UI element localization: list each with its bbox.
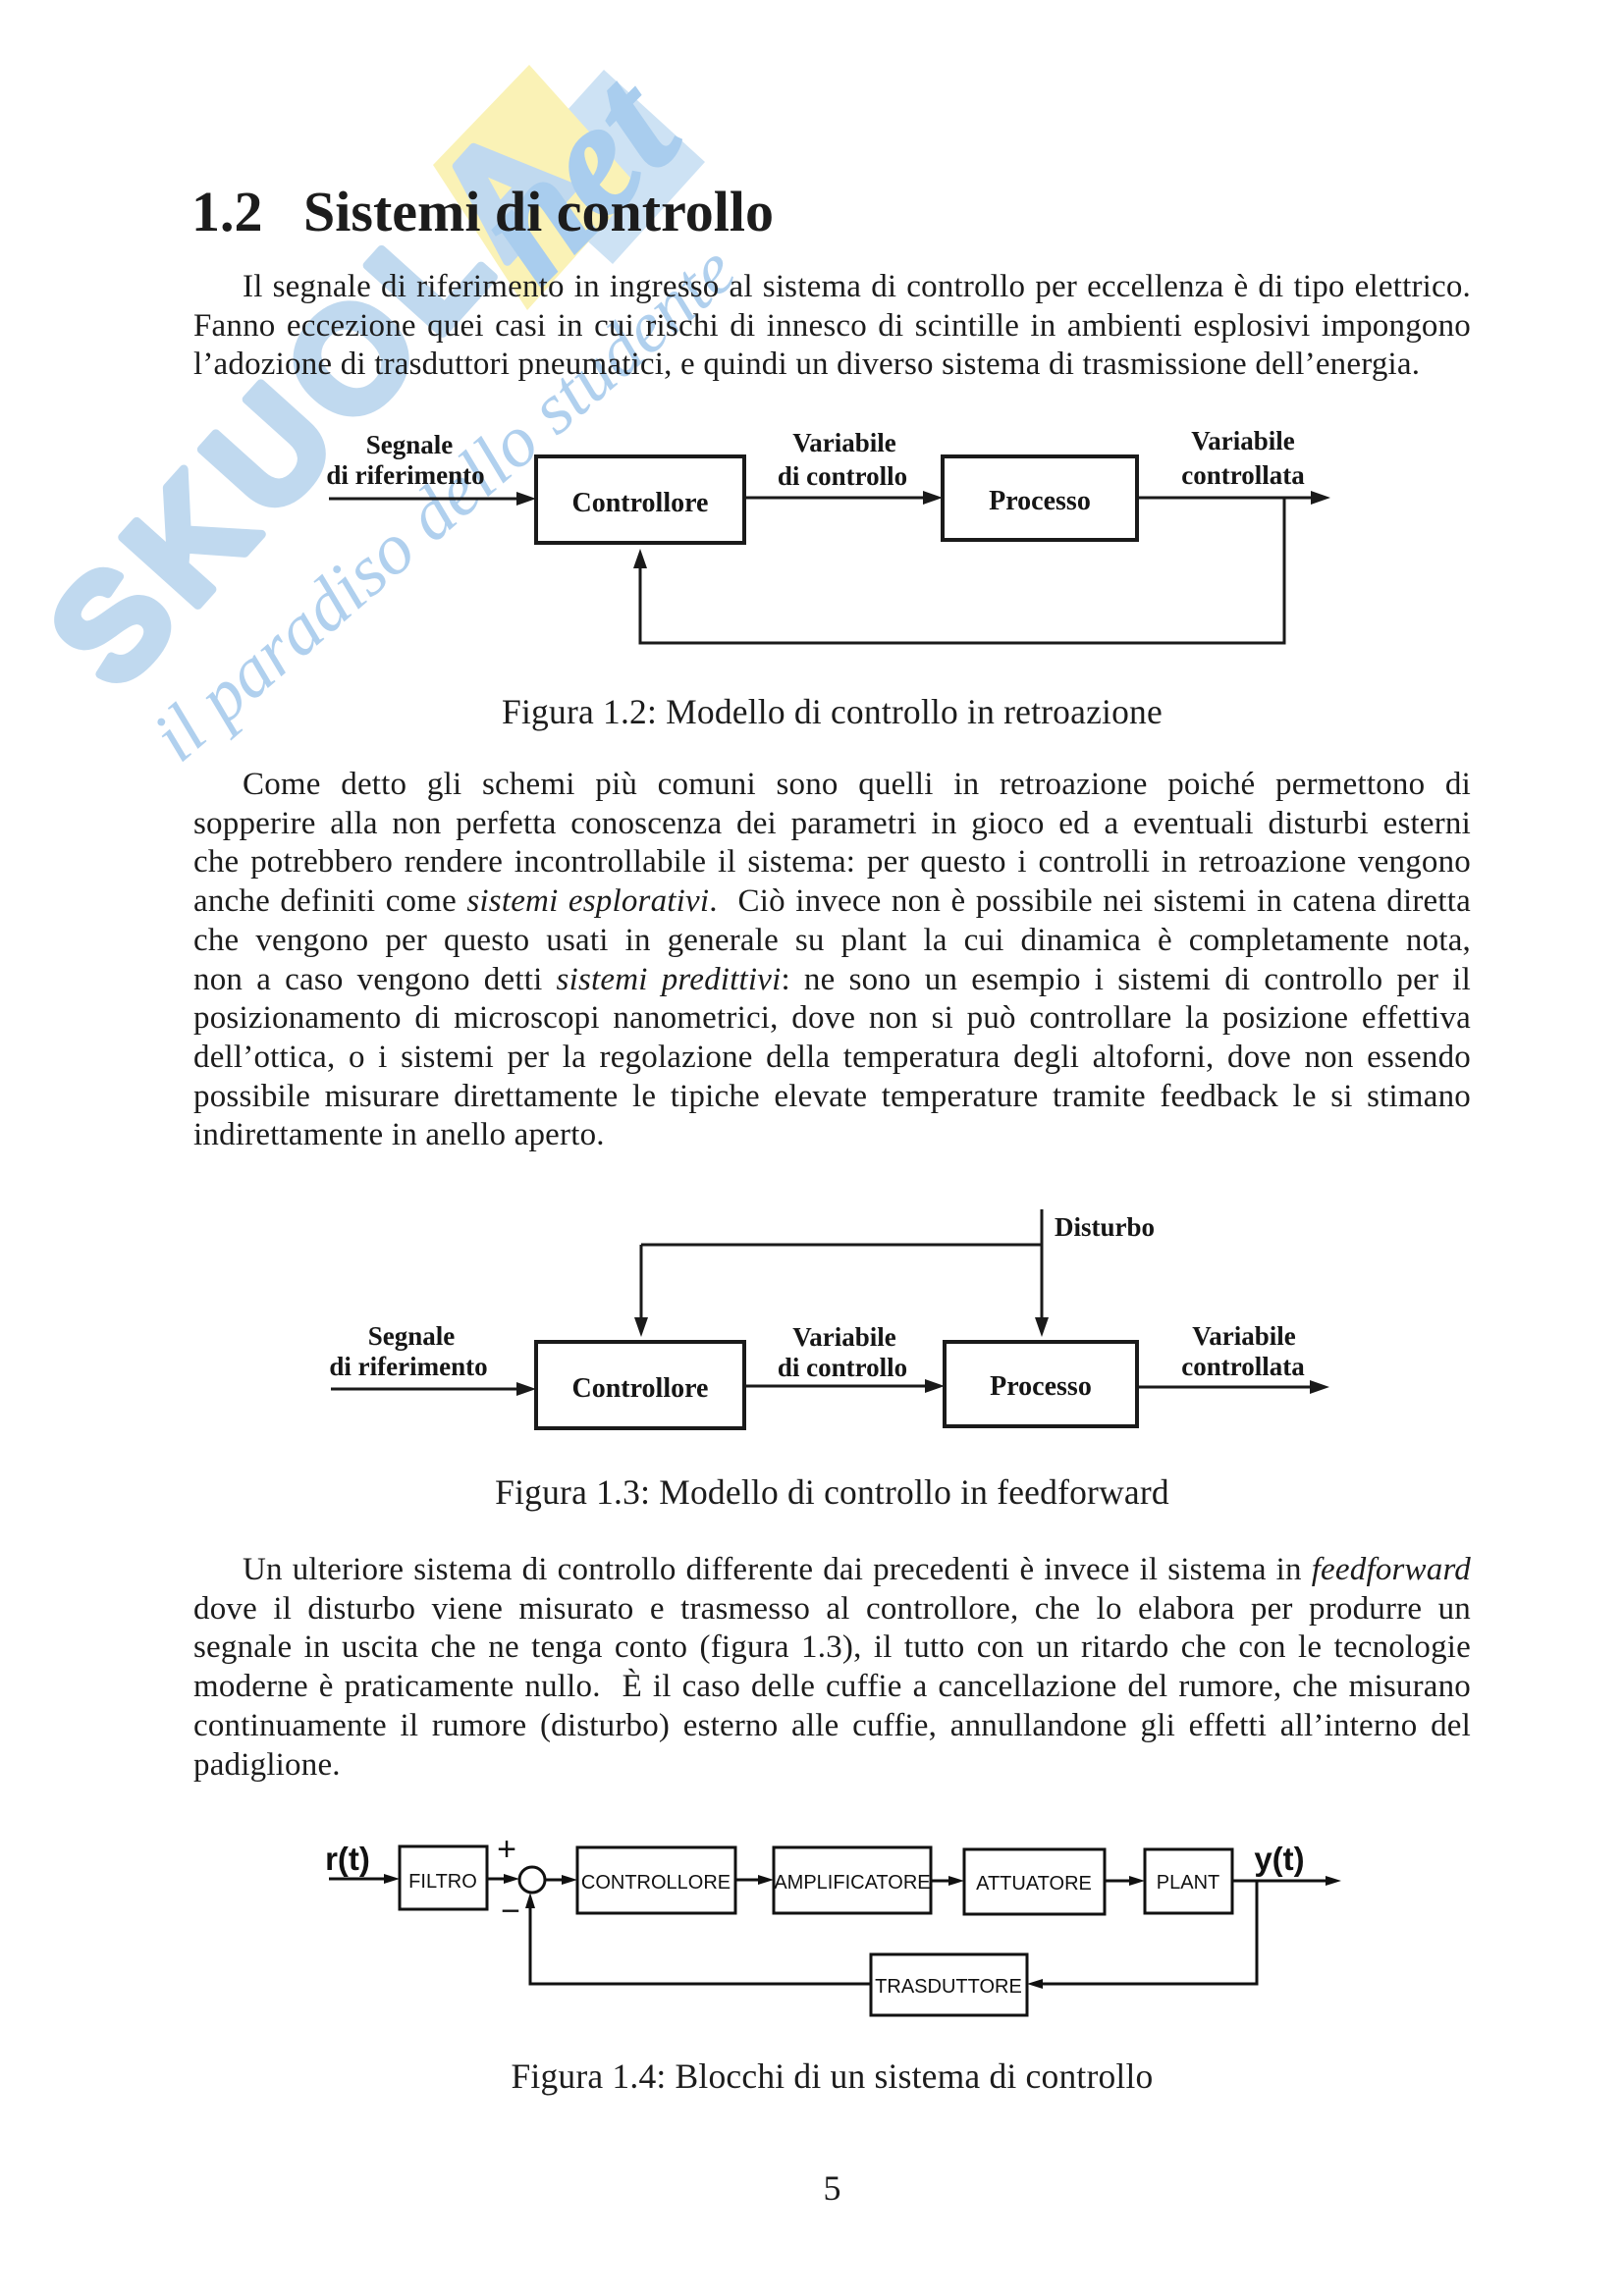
svg-text:Variabile: Variabile (792, 1322, 896, 1352)
svg-text:Controllore: Controllore (572, 488, 709, 518)
svg-text:di riferimento: di riferimento (329, 1352, 487, 1381)
svg-text:AMPLIFICATORE: AMPLIFICATORE (774, 1872, 930, 1894)
svg-text:controllata: controllata (1181, 460, 1305, 490)
svg-text:di controllo: di controllo (778, 461, 907, 491)
svg-text:Segnale: Segnale (368, 1321, 456, 1351)
svg-text:Variabile: Variabile (1191, 426, 1295, 455)
svg-text:PLANT: PLANT (1157, 1872, 1219, 1894)
svg-text:Variabile: Variabile (1192, 1321, 1296, 1351)
svg-text:+: + (497, 1831, 516, 1868)
svg-text:CONTROLLORE: CONTROLLORE (581, 1872, 731, 1894)
svg-text:ATTUATORE: ATTUATORE (976, 1873, 1092, 1895)
svg-text:r(t): r(t) (325, 1841, 370, 1877)
svg-text:FILTRO: FILTRO (408, 1871, 477, 1893)
svg-text:Processo: Processo (989, 486, 1091, 516)
svg-text:TRASDUTTORE: TRASDUTTORE (875, 1976, 1022, 1998)
svg-text:di controllo: di controllo (778, 1353, 907, 1382)
svg-text:controllata: controllata (1181, 1352, 1305, 1381)
svg-text:y(t): y(t) (1254, 1841, 1304, 1877)
svg-text:Processo: Processo (990, 1371, 1092, 1402)
svg-text:−: − (501, 1893, 520, 1930)
svg-text:Variabile: Variabile (792, 428, 896, 457)
svg-text:Controllore: Controllore (572, 1373, 709, 1404)
svg-text:di riferimento: di riferimento (326, 460, 484, 490)
svg-text:Disturbo: Disturbo (1055, 1212, 1155, 1242)
svg-text:Segnale: Segnale (366, 430, 454, 459)
